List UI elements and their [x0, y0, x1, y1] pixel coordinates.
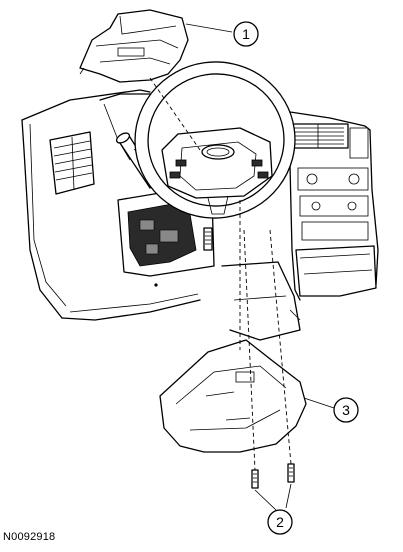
- column-wiring: [127, 203, 213, 267]
- assembly-guide-lines: [149, 77, 292, 471]
- upper-steering-column-shroud: [79, 9, 189, 83]
- callout-2-number: 2: [276, 514, 284, 530]
- callout-3: 3: [303, 397, 359, 423]
- steering-wheel: [134, 61, 296, 219]
- callout-1: 1: [185, 21, 259, 47]
- left-vent-louvers: [53, 136, 93, 191]
- callout-1-number: 1: [242, 26, 250, 42]
- brand-emblem: [201, 144, 235, 160]
- figure-id-label: N0092918: [3, 531, 56, 543]
- center-vent-louvers: [292, 124, 344, 148]
- callout-2: 2: [254, 483, 293, 535]
- lower-steering-column-shroud: [159, 339, 307, 453]
- shroud-screws: [251, 463, 295, 489]
- callout-3-number: 3: [342, 402, 350, 418]
